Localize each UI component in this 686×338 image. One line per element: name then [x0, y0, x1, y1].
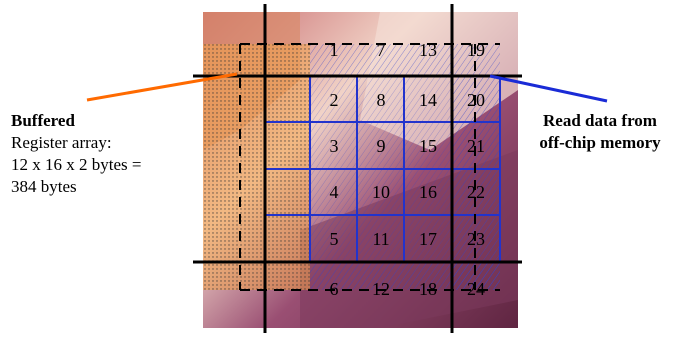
read-arrow: [489, 74, 608, 103]
cell-label: 16: [419, 182, 437, 202]
cell-label-bottom: 12: [372, 279, 390, 299]
cell-labels: 2 8 14 20 3 9 15 21 4 10 16 22 5 11 17 2…: [330, 40, 486, 299]
cell-label: 23: [467, 229, 485, 249]
buffered-line: 384 bytes: [11, 177, 77, 196]
cell-label: 22: [467, 182, 485, 202]
read-region-bottom: [310, 262, 500, 290]
frame-lines: [193, 4, 522, 333]
cell-label: 20: [467, 90, 485, 110]
buffered-line: 12 x 16 x 2 bytes =: [11, 155, 142, 174]
buffered-line: Register array:: [11, 133, 112, 152]
cell-label-bottom: 18: [419, 279, 437, 299]
cell-label-top: 1: [330, 40, 339, 60]
dashed-boundary: [239, 43, 500, 291]
cell-label-top: 13: [419, 40, 437, 60]
read-line: off-chip memory: [539, 133, 661, 152]
cell-label: 21: [467, 136, 485, 156]
read-region-top: [310, 44, 500, 76]
cell-label-top: 19: [467, 40, 485, 60]
cell-label-bottom: 24: [467, 279, 485, 299]
cell-label: 17: [419, 229, 437, 249]
buffered-annotation: Buffered Register array: 12 x 16 x 2 byt…: [11, 110, 201, 198]
read-annotation: Read data from off-chip memory: [520, 110, 680, 154]
cell-label: 9: [377, 136, 386, 156]
cell-label: 10: [372, 182, 390, 202]
cell-label-top: 7: [377, 40, 386, 60]
cell-label: 15: [419, 136, 437, 156]
read-line: Read data from: [543, 111, 657, 130]
cell-label: 4: [330, 182, 339, 202]
cell-label: 14: [419, 90, 437, 110]
buffered-arrow: [86, 72, 238, 102]
buffered-region-dots: [203, 44, 310, 290]
cell-label: 5: [330, 229, 339, 249]
cell-label: 8: [377, 90, 386, 110]
cell-label: 11: [372, 229, 389, 249]
cell-label: 2: [330, 90, 339, 110]
cell-label: 3: [330, 136, 339, 156]
cell-label-bottom: 6: [330, 279, 339, 299]
buffered-title: Buffered: [11, 111, 75, 130]
